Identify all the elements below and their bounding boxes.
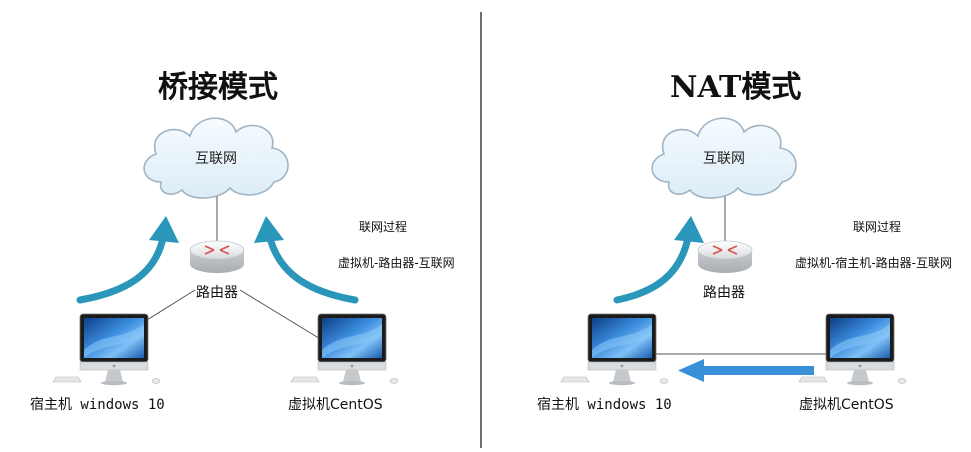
nat-up-arrowhead xyxy=(674,216,704,243)
internet-label: 互联网 xyxy=(195,151,237,167)
vm-label: 虚拟机CentOS xyxy=(288,397,383,413)
router-icon xyxy=(189,240,245,274)
nat-internet-label: 互联网 xyxy=(703,151,745,167)
host-computer-icon xyxy=(52,313,161,386)
nat-mode-title: NAT模式 xyxy=(670,70,802,105)
nat-router-label: 路由器 xyxy=(703,285,745,301)
bridge-mode-title: 桥接模式 xyxy=(158,70,278,105)
right-up-arrowhead xyxy=(254,216,284,243)
router-vm-link xyxy=(239,289,323,341)
left-up-arrowhead xyxy=(149,216,179,243)
router-label: 路由器 xyxy=(196,285,238,301)
nat-router-icon xyxy=(697,240,753,274)
left-up-arrow xyxy=(76,234,167,304)
nat-vm-computer-icon xyxy=(798,313,907,386)
nat-process-path: 虚拟机-宿主机-路由器-互联网 xyxy=(795,256,952,270)
nat-up-arrow xyxy=(613,234,692,304)
nat-vm-label: 虚拟机CentOS xyxy=(799,397,894,413)
nat-host-label: 宿主机 windows 10 xyxy=(537,397,672,413)
process-title: 联网过程 xyxy=(359,220,408,234)
vm-computer-icon xyxy=(290,313,399,386)
nat-left-arrow xyxy=(702,366,814,375)
process-path: 虚拟机-路由器-互联网 xyxy=(338,256,455,270)
nat-left-arrowhead xyxy=(678,359,704,382)
host-label: 宿主机 windows 10 xyxy=(30,397,165,413)
nat-host-computer-icon xyxy=(560,313,669,386)
nat-process-title: 联网过程 xyxy=(853,220,902,234)
right-up-arrow xyxy=(266,234,359,304)
